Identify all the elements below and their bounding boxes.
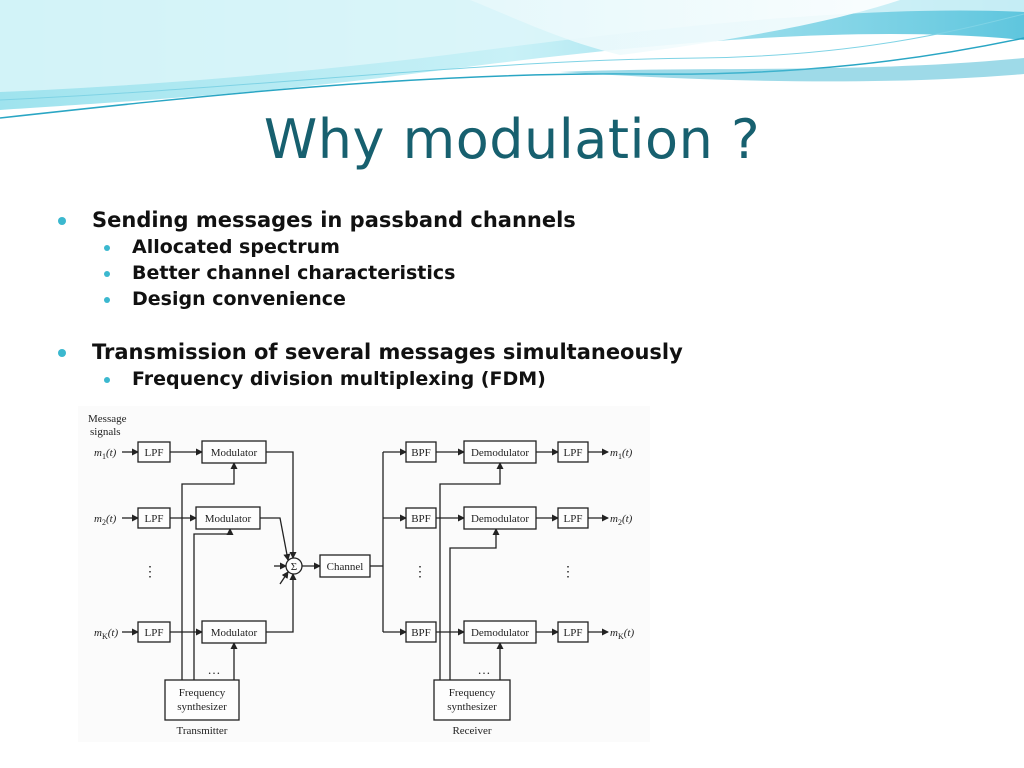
bpf-box-label: BPF [411,513,431,525]
rx-lpf-box-label: LPF [564,513,583,525]
sum-symbol: Σ [291,561,297,573]
rx-lpf-box [557,441,589,463]
tx-lpf-box [137,507,171,529]
channel-box [319,554,371,578]
vertical-ellipsis: ⋮ [413,565,427,580]
sum-input-arrow [279,571,289,585]
tx-synth-label: synthesizer [177,701,227,713]
tx-frequency-synthesizer [164,679,240,721]
horizontal-ellipsis: … [478,662,491,677]
bpf-box [405,621,437,643]
modulator-box-label: Modulator [211,447,258,459]
bullet-dot-icon [58,217,66,225]
bullet-dot-icon [58,349,66,357]
vertical-ellipsis: ⋮ [143,565,157,580]
output-signal-label: m1(t) [610,447,633,461]
tx-lpf-box [137,621,171,643]
bpf-box [405,507,437,529]
message-signals-label: Message [88,413,127,425]
slide-title: Why modulation ? [263,108,761,171]
tx-synth-label: Frequency [179,687,226,699]
carrier-line [439,462,504,680]
demodulator-box [463,506,537,530]
rx-lpf-box-label: LPF [564,627,583,639]
sub-bullet-text: Design convenience [132,288,346,310]
modulator-to-sum-line [260,517,291,561]
modulator-box-label: Modulator [211,627,258,639]
carrier-line [449,528,500,680]
tx-lpf-box-label: LPF [145,513,164,525]
demodulator-box-label: Demodulator [471,513,529,525]
demodulator-box-label: Demodulator [471,627,529,639]
modulator-box [195,506,261,530]
channel-box-label: Channel [327,561,364,573]
rx-frequency-synthesizer [433,679,511,721]
message-signals-label: signals [90,426,121,438]
horizontal-ellipsis: … [208,662,221,677]
receiver-label: Receiver [452,725,491,737]
tx-lpf-box [137,441,171,463]
sub-bullet-text: Allocated spectrum [132,236,340,258]
demodulator-box [463,620,537,644]
sub-bullet-text: Better channel characteristics [132,262,456,284]
modulator-to-sum-line [266,573,297,633]
modulator-to-sum-line [266,451,297,559]
tx-lpf-box-label: LPF [145,447,164,459]
output-signal-label: mK(t) [610,627,634,641]
input-signal-label: mK(t) [94,627,118,641]
carrier-line [193,528,234,680]
bullet-text: Sending messages in passband channels [92,208,576,232]
demodulator-box-label: Demodulator [471,447,529,459]
rx-lpf-box [557,507,589,529]
carrier-line [181,462,238,680]
bullet-dot-icon [104,245,110,251]
input-signal-label: m2(t) [94,513,117,527]
demodulator-box [463,440,537,464]
rx-synth-label: Frequency [449,687,496,699]
bullet-dot-icon [104,271,110,277]
vertical-ellipsis: ⋮ [561,565,575,580]
rx-lpf-box-label: LPF [564,447,583,459]
bullet-dot-icon [104,297,110,303]
bpf-box-label: BPF [411,627,431,639]
rx-lpf-box [557,621,589,643]
bpf-box-label: BPF [411,447,431,459]
modulator-box [201,620,267,644]
tx-lpf-box-label: LPF [145,627,164,639]
sub-bullet-text: Frequency division multiplexing (FDM) [132,368,546,390]
bullet-text: Transmission of several messages simulta… [92,340,683,364]
transmitter-label: Transmitter [177,725,228,737]
bpf-box [405,441,437,463]
modulator-box-label: Modulator [205,513,252,525]
summing-junction [285,557,303,575]
rx-synth-label: synthesizer [447,701,497,713]
input-signal-label: m1(t) [94,447,117,461]
output-signal-label: m2(t) [610,513,633,527]
modulator-box [201,440,267,464]
bullet-dot-icon [104,377,110,383]
header-wave-decoration [0,0,1024,119]
